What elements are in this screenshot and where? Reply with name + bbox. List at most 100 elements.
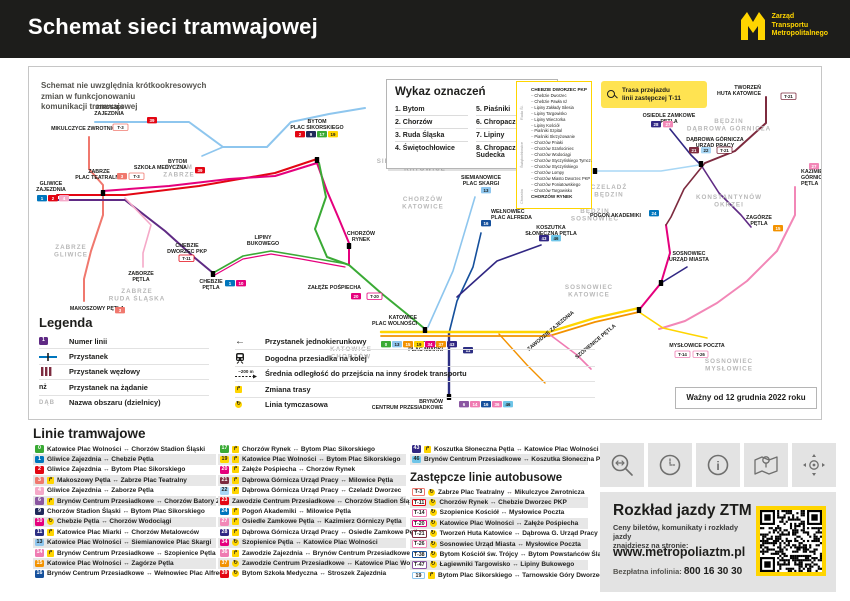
t11-stop: Piaśniki Szpital	[531, 128, 588, 134]
tile-map-pin-icon	[744, 443, 788, 487]
map-line-badge: 19	[328, 131, 338, 138]
line-route-text: Katowice Plac Wolności ↔ Siemianowice Pl…	[47, 539, 212, 547]
temporary-line-icon: ↻	[428, 488, 435, 496]
line-number-badge: 14	[35, 549, 44, 557]
badge-legend-icon: 1	[39, 337, 63, 345]
valid-from-box: Ważny od 12 grudnia 2022 roku	[675, 387, 817, 409]
t11-stop: Chorzów Targowisko	[531, 188, 588, 194]
bus-line-row: T-47↻Łagiewniki Targowisko ↔ Lipiny Buko…	[410, 559, 588, 571]
temporary-line-icon: ↻	[429, 519, 437, 527]
tram-line-row: 39↻Bytom Szkoła Medyczna ↔ Stroszek Zaje…	[218, 569, 406, 579]
svg-text:T-21: T-21	[784, 94, 793, 99]
line-number-badge: T-21	[412, 530, 427, 538]
line-route-text: Bytom Szkoła Medyczna ↔ Stroszek Zajezdn…	[242, 570, 387, 578]
line-route-text: Brynów Centrum Przesiadkowe ↔ Koszutka S…	[424, 456, 612, 464]
infoline: Bezpłatna infolinia: 800 16 30 30	[613, 566, 743, 577]
svg-text:43: 43	[542, 236, 547, 241]
line-number-badge: 24	[220, 507, 229, 516]
t11-stop: Chorzów Styczyńskiego	[531, 164, 588, 170]
tram-line-row: 6↱Brynów Centrum Przesiadkowe ↔ Chorzów …	[33, 495, 246, 507]
line-route-text: Koszutka Słoneczna Pętla ↔ Katowice Plac…	[434, 445, 599, 453]
tile-clock-icon	[648, 443, 692, 487]
map-line-badge: 17	[317, 131, 327, 138]
map-line-badge: 28	[651, 121, 661, 128]
line-route-text: Katowice Plac Wolności ↔ Bytom Plac Siko…	[242, 456, 401, 464]
map-line-badge: 20	[351, 293, 361, 300]
designation-item: 2. Chorzów	[395, 115, 468, 128]
line-number-badge: 1	[35, 455, 44, 464]
map-line-badge: 15	[773, 225, 783, 232]
route-change-icon: ↱	[235, 385, 242, 393]
temporary-line-icon: ↻	[232, 559, 239, 567]
line-route-text: Chebzie Pętla ↔ Chorzów Wodociągi	[57, 518, 172, 526]
svg-text:3: 3	[121, 174, 124, 179]
line-route-text: Sosnowiec Urząd Miasta ↔ Mysłowice Poczt…	[439, 540, 581, 548]
svg-text:10: 10	[239, 281, 244, 286]
designations-title: Wykaz oznaczeń	[395, 86, 486, 98]
dist-legend-icon: ~200 m	[235, 369, 259, 379]
terminal-label: ZAŁĘŻE POŚPIECHA	[308, 284, 361, 291]
svg-text:2: 2	[299, 132, 302, 137]
map-line-badge: 24	[649, 210, 659, 217]
line-number-badge: 22	[220, 487, 229, 495]
legend-label: Zmiana trasy	[265, 384, 311, 394]
tram-line-row: 27↱Osiedle Zamkowe Pętla ↔ Kazimierz Gór…	[218, 516, 406, 528]
line-route-text: Zawodzie Zajezdnia ↔ Brynów Centrum Prze…	[242, 549, 410, 557]
legend-label: Przystanek węzłowy	[69, 367, 141, 377]
svg-text:T-20: T-20	[370, 294, 379, 299]
t11-section-label: Chorzów	[520, 189, 524, 204]
bus-line-row: T-21↻Tworzeń Huta Katowice ↔ Dąbrowa G. …	[410, 529, 598, 539]
bus-line-row: T-14↻Szopienice Kościół ↔ Mysłowice Pocz…	[410, 508, 588, 518]
icon-tiles: i	[600, 443, 836, 487]
tram-line-row: 34↻Szopienice Pętla ↔ Katowice Plac Woln…	[218, 537, 406, 548]
line-route-text: Bytom Kościół św. Trójcy ↔ Bytom Powstań…	[439, 551, 618, 559]
line-number-badge: 3	[35, 476, 44, 485]
svg-text:T-3: T-3	[133, 174, 140, 179]
line-number-badge: 19	[412, 571, 425, 580]
svg-text:1: 1	[41, 196, 44, 201]
timetable-title: Rozkład jazdy ZTM	[613, 502, 752, 519]
svg-text:13: 13	[484, 188, 489, 193]
line-route-text: Dąbrowa Górnicza Urząd Pracy ↔ Milowice …	[242, 476, 393, 484]
t11-stop: Chebzie Dworzec	[531, 93, 588, 99]
header: Schemat sieci tramwajowej Zarząd Transpo…	[0, 0, 850, 58]
temp-legend-icon: ↻	[235, 401, 259, 409]
bus-lines-rows: T-3↻Zabrze Plac Teatralny ↔ Mikulczyce Z…	[410, 487, 618, 581]
tile-compass-icon	[792, 443, 836, 487]
infoline-number: 800 16 30 30	[683, 566, 743, 577]
line-route-text: Brynów Centrum Przesiadkowe ↔ Chorzów Ba…	[57, 497, 246, 505]
line-route-text: Makoszowy Pętla ↔ Zabrze Plac Teatralny	[57, 476, 187, 484]
svg-text:16: 16	[484, 221, 489, 226]
map-line-badge: 27	[663, 121, 673, 128]
compass-icon	[803, 454, 825, 476]
terminal-label: MAKOSZOWY PĘTLA	[70, 306, 125, 312]
tram-line-row: 17↱Chorzów Rynek ↔ Bytom Plac Sikorskieg…	[218, 444, 406, 454]
legend-row: Dogodna przesiadka na kolej	[235, 349, 595, 365]
map-line-badge: 46	[551, 235, 561, 242]
line-number-badge: 15	[35, 559, 44, 568]
t11-stop: Lipiny Kościół	[531, 123, 588, 129]
temporary-line-icon: ↻	[429, 509, 437, 517]
map-pin-icon	[754, 456, 778, 475]
route-change-icon: ↱	[47, 549, 54, 557]
stop-legend-icon	[39, 352, 63, 361]
t11-stop: Chorzów Poniatowskiego	[531, 182, 588, 188]
tram-lines-col2: 17↱Chorzów Rynek ↔ Bytom Plac Sikorskieg…	[218, 444, 429, 579]
line-route-text: Bytom Plac Sikorskiego ↔ Tarnowskie Góry…	[438, 571, 603, 579]
map-line-badge: 13	[481, 187, 491, 194]
route-change-icon: ↱	[428, 571, 435, 579]
t11-route-label: Trasa przejazdu linii zastępczej T-11	[601, 81, 707, 108]
line-number-badge: 34	[220, 538, 229, 547]
route-change-icon: ↱	[232, 528, 239, 536]
